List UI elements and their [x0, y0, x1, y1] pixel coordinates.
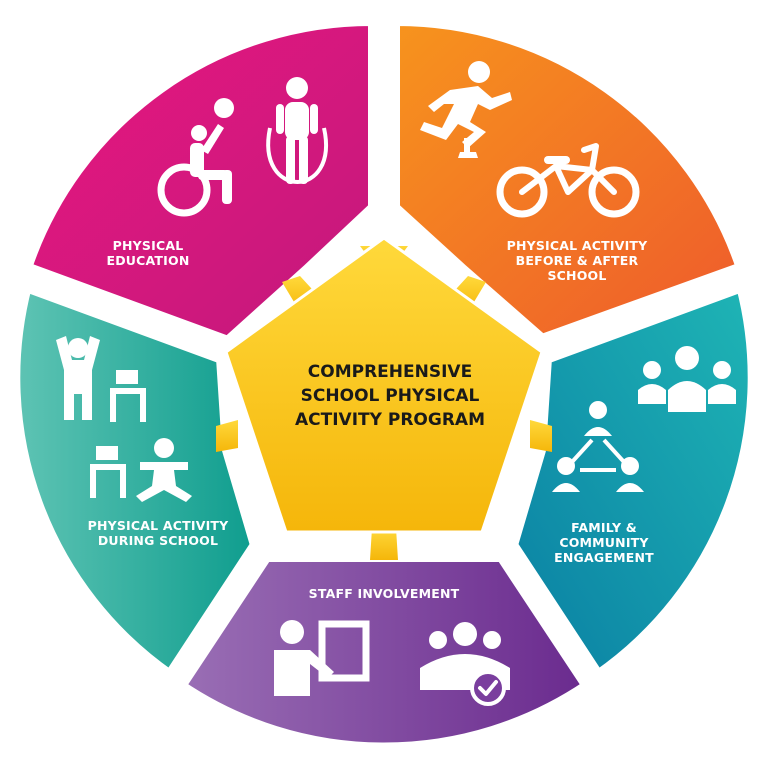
desk-icon [90, 446, 126, 498]
center-title: COMPREHENSIVE SCHOOL PHYSICAL ACTIVITY P… [295, 362, 485, 430]
group-icon [638, 346, 736, 412]
runner-prosthetic-icon [420, 61, 512, 158]
wheelchair-ball-icon [157, 98, 234, 217]
label-before-after-school: PHYSICAL ACTIVITY BEFORE & AFTER SCHOOL [506, 238, 648, 283]
label-physical-education: PHYSICAL EDUCATION [106, 238, 190, 268]
squat-icon [136, 438, 192, 502]
segment-physical-education [20, 13, 380, 348]
presenter-board-icon [274, 620, 370, 696]
desk-icon [110, 370, 146, 422]
network-icon [552, 401, 644, 492]
arms-up-icon [56, 336, 100, 420]
label-family-community: FAMILY & COMMUNITY ENGAGEMENT [554, 520, 654, 565]
label-during-school: PHYSICAL ACTIVITY DURING SCHOOL [87, 518, 229, 548]
bicycle-icon [496, 143, 640, 218]
label-staff-involvement: STAFF INVOLVEMENT [308, 586, 460, 601]
center-pentagon [224, 236, 544, 534]
jump-rope-icon [266, 77, 328, 184]
team-check-icon [420, 622, 510, 706]
segment-staff-involvement [174, 550, 594, 755]
